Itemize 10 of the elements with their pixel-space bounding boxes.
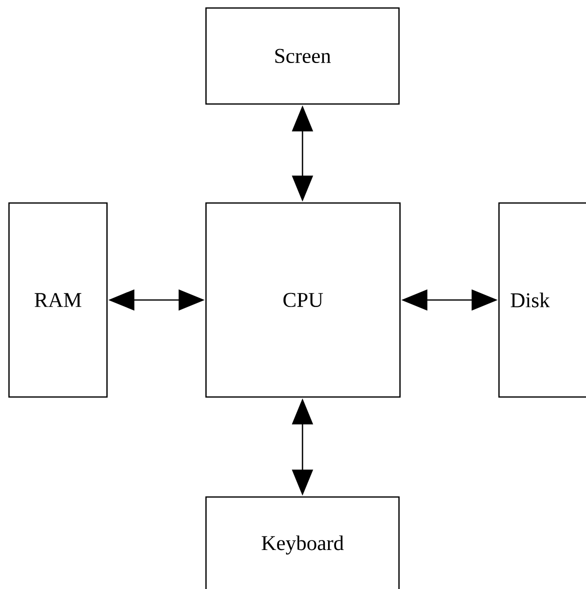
- box-label: Disk: [510, 292, 550, 308]
- box-label: Screen: [275, 48, 331, 64]
- box: [205, 496, 400, 589]
- box-label: CPU: [283, 292, 323, 308]
- box: [8, 202, 108, 398]
- box-label: Keyboard: [262, 535, 344, 555]
- box: [205, 202, 401, 398]
- box-label: RAM: [34, 293, 82, 307]
- box: [498, 202, 586, 398]
- box: [205, 7, 400, 105]
